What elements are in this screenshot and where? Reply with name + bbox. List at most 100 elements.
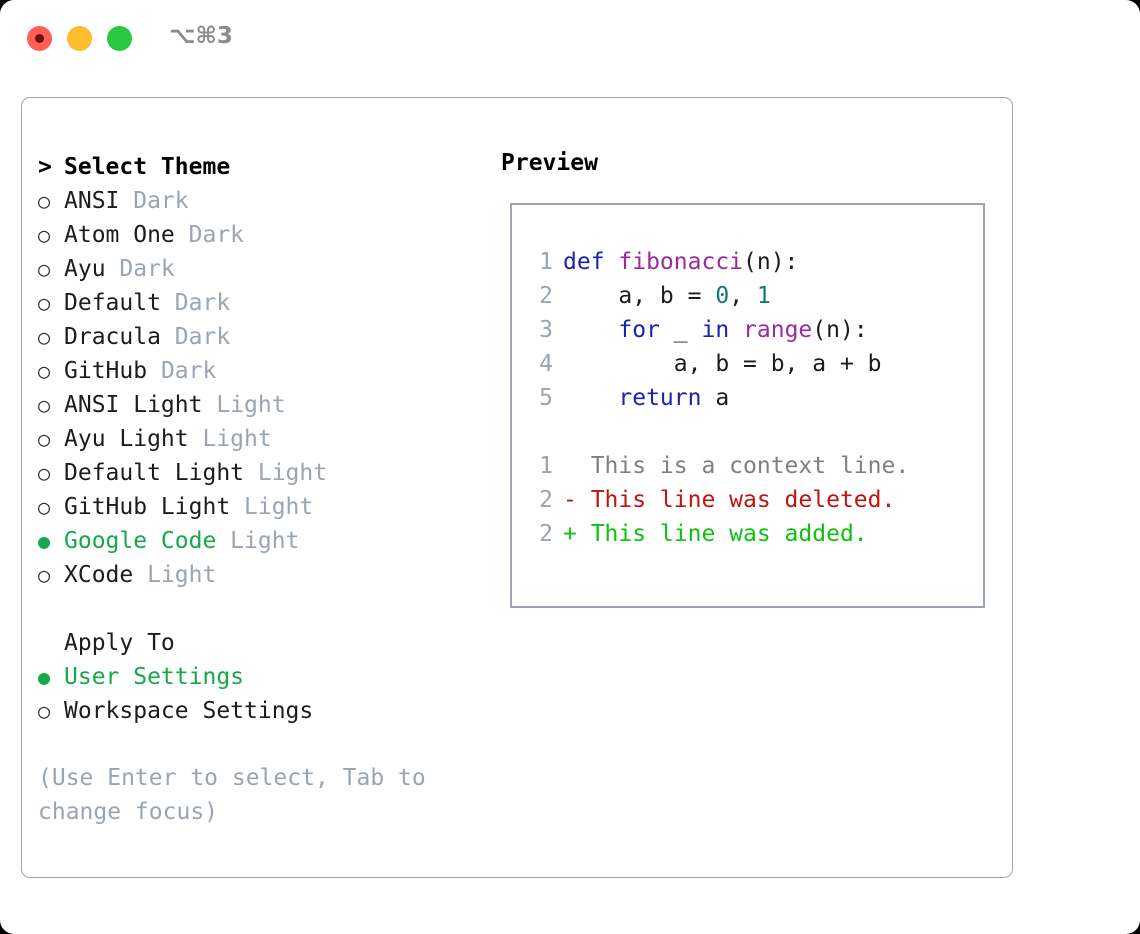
apply-to-label: Apply To	[64, 630, 175, 656]
line-number: 1	[539, 249, 553, 275]
code-token: (n):	[812, 317, 868, 343]
theme-name-label: ANSI Light	[64, 392, 203, 418]
code-token: a, b =	[563, 283, 716, 309]
line-number: 5	[539, 385, 553, 411]
line-number: 2	[539, 521, 553, 547]
apply-to-item-label: Workspace Settings	[64, 698, 314, 724]
theme-list-item[interactable]: ○ Dracula Dark	[38, 320, 468, 354]
theme-name-label: Dracula	[64, 324, 161, 350]
theme-list-item[interactable]: ○ GitHub Dark	[38, 354, 468, 388]
apply-to-item[interactable]: ● User Settings	[38, 660, 468, 694]
maximize-window-button[interactable]	[107, 26, 132, 51]
radio-unselected-icon[interactable]: ○	[38, 291, 51, 315]
code-line: 1 def fibonacci(n):	[527, 245, 909, 279]
diff-line-text: - This line was deleted.	[563, 487, 896, 513]
theme-variant-badge: Light	[133, 562, 217, 588]
code-token: _	[673, 317, 702, 343]
code-token: (n):	[743, 249, 799, 275]
theme-list-item[interactable]: ○ Ayu Light Light	[38, 422, 468, 456]
apply-to-heading: ○Apply To	[38, 626, 468, 660]
apply-to-section: ○Apply To ●User Settings○Workspace Setti…	[38, 626, 468, 728]
theme-list-item[interactable]: ○XCode Light	[38, 558, 468, 592]
code-token: return	[563, 385, 716, 411]
radio-unselected-icon[interactable]: ○	[38, 393, 51, 417]
line-number: 4	[539, 351, 553, 377]
diff-line: 1 This is a context line.	[527, 449, 909, 483]
radio-unselected-icon[interactable]: ○	[38, 257, 51, 281]
theme-variant-badge: Dark	[119, 188, 189, 214]
keyboard-hint-text: (Use Enter to select, Tab to change focu…	[38, 765, 426, 825]
line-number: 3	[539, 317, 553, 343]
keyboard-shortcut-label: ⌥⌘3	[169, 23, 233, 49]
theme-variant-badge: Dark	[174, 222, 245, 248]
apply-to-list: ● User Settings ○ Workspace Settings	[38, 660, 468, 728]
theme-list-item[interactable]: ○ Atom One Dark	[38, 218, 468, 252]
radio-unselected-icon[interactable]: ○	[38, 427, 51, 451]
theme-list-item[interactable]: ○Ayu Dark	[38, 252, 468, 286]
caret-icon: >	[38, 154, 52, 180]
theme-variant-badge: Dark	[160, 324, 231, 350]
code-line: 5 return a	[527, 381, 909, 415]
code-token: for	[563, 317, 674, 343]
radio-unselected-icon[interactable]: ○	[38, 461, 51, 485]
theme-variant-badge: Dark	[147, 358, 217, 384]
theme-name-label: Atom One	[64, 222, 175, 248]
recording-indicator-icon	[35, 34, 44, 43]
radio-selected-icon[interactable]: ●	[38, 665, 51, 689]
code-blank-line	[527, 415, 909, 449]
radio-unselected-icon[interactable]: ○	[38, 495, 51, 519]
theme-list: ○ANSI Dark○Atom One Dark○Ayu Dark○Defaul…	[38, 184, 468, 592]
theme-list-item[interactable]: ○ Default Dark	[38, 286, 468, 320]
code-token: def	[563, 249, 619, 275]
code-token: a	[715, 385, 730, 411]
minimize-window-button[interactable]	[67, 26, 92, 51]
radio-unselected-icon[interactable]: ○	[38, 563, 51, 587]
code-line: 2 a, b = 0, 1	[527, 279, 909, 313]
theme-picker-heading: > Select Theme	[38, 150, 468, 184]
theme-variant-badge: Light	[216, 528, 300, 554]
diff-line: 2 + This line was added.	[527, 517, 909, 551]
theme-name-label: Ayu Light	[64, 426, 189, 452]
code-line: 4 a, b = b, a + b	[527, 347, 909, 381]
theme-name-label: Google Code	[64, 528, 217, 554]
apply-to-item-label: User Settings	[64, 664, 245, 690]
theme-name-label: GitHub	[64, 358, 148, 384]
radio-unselected-icon[interactable]: ○	[38, 325, 51, 349]
spacer-icon: ○	[38, 626, 64, 660]
code-token: in	[701, 317, 744, 343]
theme-variant-badge: Light	[188, 426, 272, 452]
radio-selected-icon[interactable]: ●	[38, 529, 51, 553]
code-token: fibonacci	[618, 249, 744, 275]
radio-unselected-icon[interactable]: ○	[38, 223, 51, 247]
radio-unselected-icon[interactable]: ○	[38, 189, 51, 213]
theme-variant-badge: Dark	[160, 290, 231, 316]
radio-unselected-icon[interactable]: ○	[38, 699, 51, 723]
preview-heading: Preview	[501, 150, 598, 176]
title-bar: ⌥⌘3	[0, 0, 1140, 78]
theme-list-item[interactable]: ○GitHub Light Light	[38, 490, 468, 524]
theme-name-label: Default Light	[64, 460, 245, 486]
code-token: a, b = b, a + b	[563, 351, 882, 377]
theme-variant-badge: Light	[202, 392, 286, 418]
apply-to-item[interactable]: ○ Workspace Settings	[38, 694, 468, 728]
theme-variant-badge: Light	[244, 460, 328, 486]
code-token: ,	[729, 283, 757, 309]
theme-name-label: GitHub Light	[64, 494, 231, 520]
line-number: 1	[539, 453, 553, 479]
theme-list-item[interactable]: ● Google Code Light	[38, 524, 468, 558]
line-number: 2	[539, 487, 553, 513]
theme-name-label: Default	[64, 290, 161, 316]
theme-list-item[interactable]: ○ ANSI Dark	[38, 184, 468, 218]
theme-variant-badge: Dark	[105, 256, 175, 282]
diff-line-text: + This line was added.	[563, 521, 868, 547]
code-token: 0	[715, 283, 730, 309]
theme-name-label: ANSI	[64, 188, 120, 214]
radio-unselected-icon[interactable]: ○	[38, 359, 51, 383]
page-title: Select Theme	[64, 154, 231, 180]
diff-line: 2 - This line was deleted.	[527, 483, 909, 517]
theme-list-item[interactable]: ○ ANSI Light Light	[38, 388, 468, 422]
theme-list-item[interactable]: ○ Default Light Light	[38, 456, 468, 490]
code-line: 3 for _ in range(n):	[527, 313, 909, 347]
